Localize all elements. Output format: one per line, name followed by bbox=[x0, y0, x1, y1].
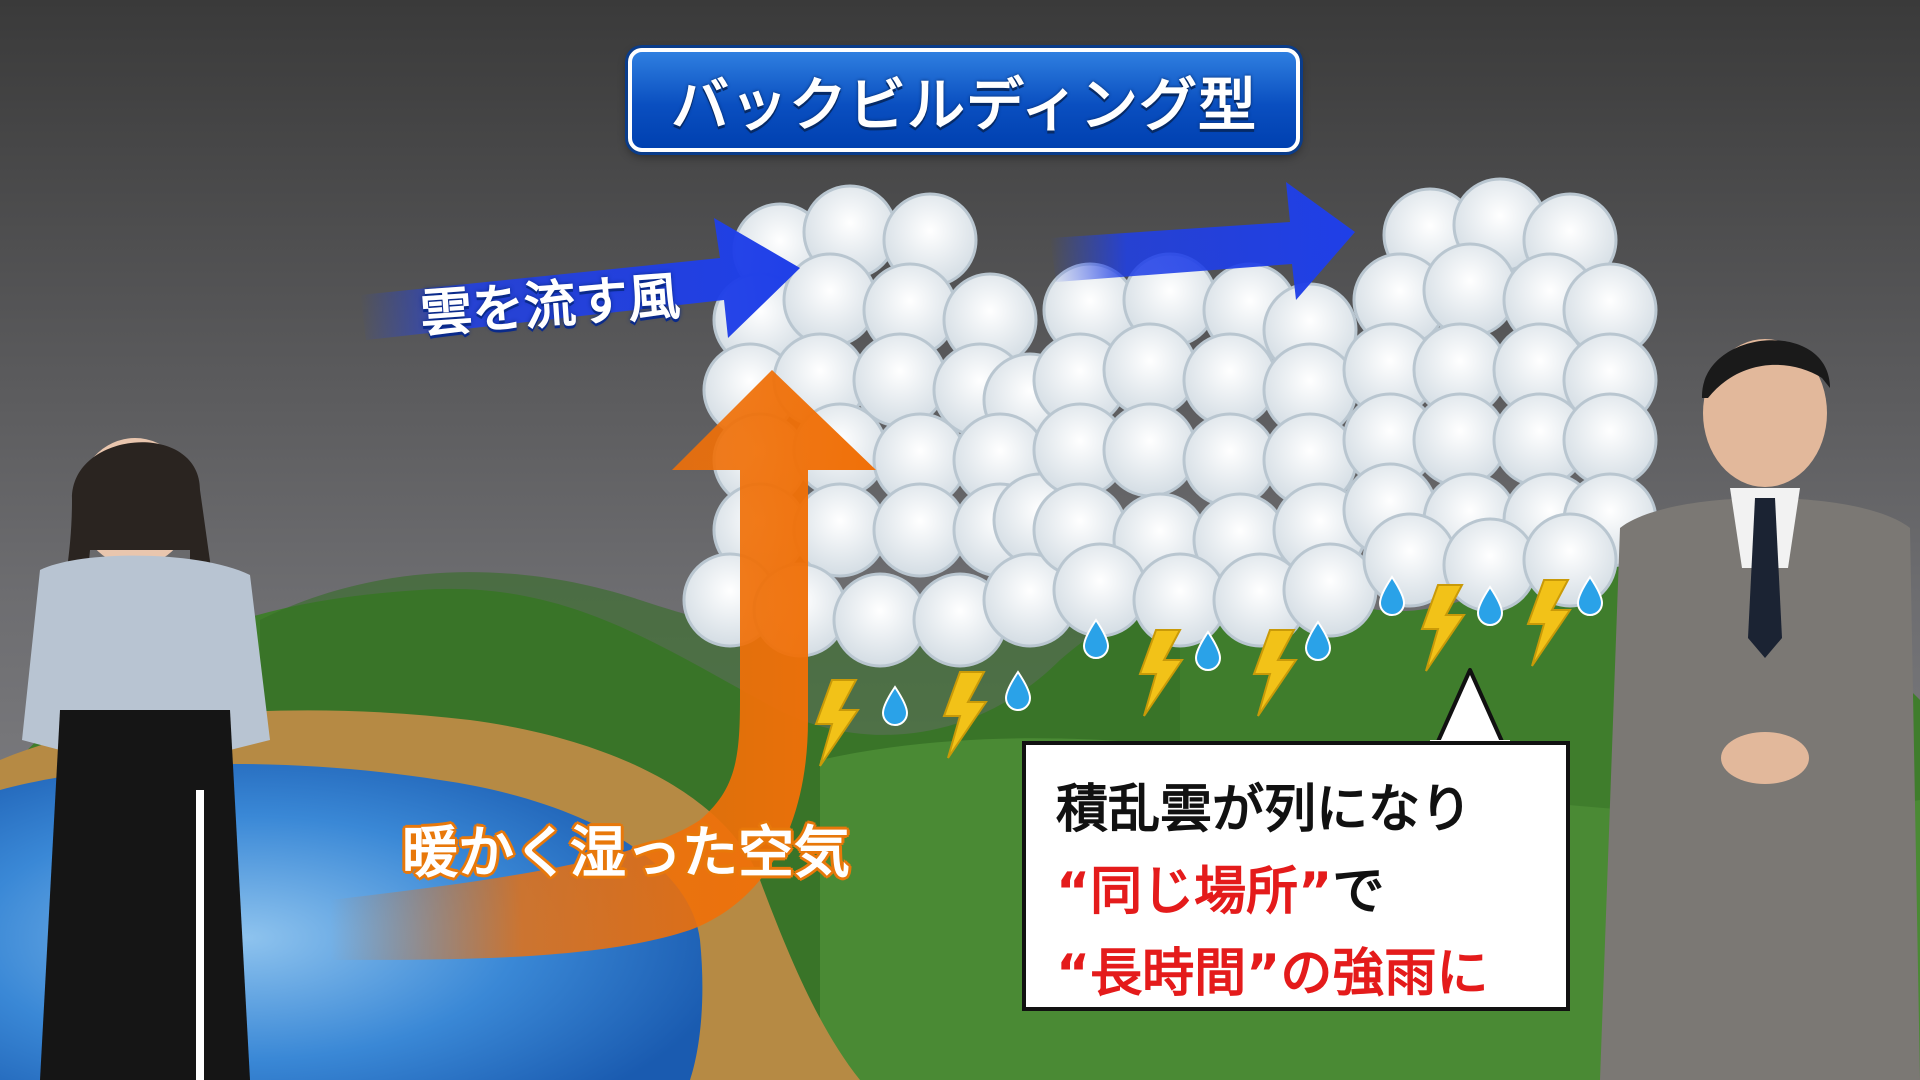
presenter-left bbox=[22, 438, 270, 1080]
explanation-callout: 積乱雲が列になり “同じ場所”で “長時間”の強雨に bbox=[1022, 741, 1570, 1011]
callout-line-2-rest: で bbox=[1332, 862, 1385, 922]
callout-same-place: “同じ場所” bbox=[1056, 862, 1333, 922]
callout-line-3-rest: の強雨に bbox=[1280, 944, 1489, 1004]
presenter-right bbox=[1600, 339, 1920, 1080]
callout-line-3: “長時間”の強雨に bbox=[1056, 933, 1566, 1015]
title-banner: バックビルディング型 bbox=[628, 48, 1300, 152]
callout-line-2: “同じ場所”で bbox=[1056, 851, 1566, 933]
callout-line-1: 積乱雲が列になり bbox=[1056, 780, 1473, 840]
callout-long-time: “長時間” bbox=[1056, 944, 1281, 1004]
page-title: バックビルディング型 bbox=[671, 71, 1257, 139]
callout-tail bbox=[1430, 668, 1510, 746]
warm-air-arrow-label: 暖かく湿った空気 bbox=[402, 821, 850, 886]
